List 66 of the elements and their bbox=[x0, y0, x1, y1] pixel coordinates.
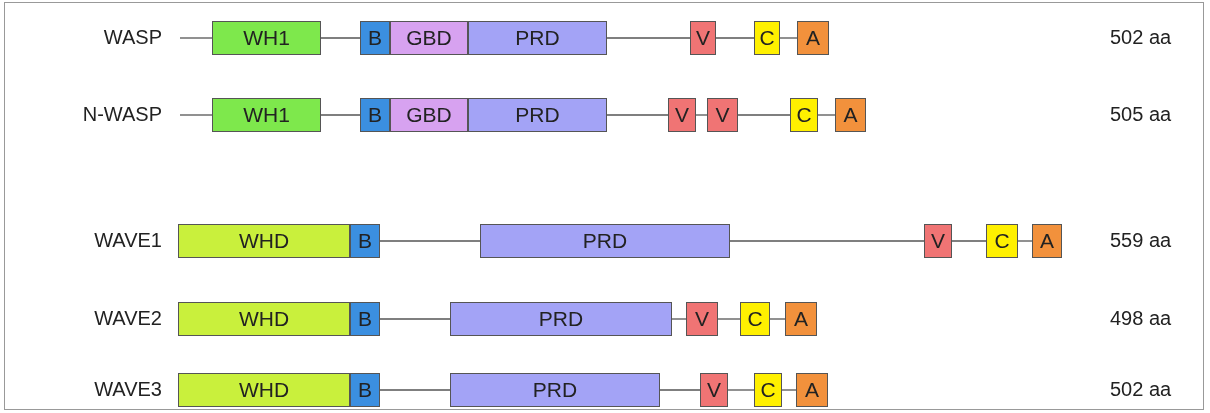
domain-box: C bbox=[986, 224, 1018, 258]
domain-box: C bbox=[790, 98, 818, 132]
backbone-line bbox=[659, 389, 701, 391]
domain-box: B bbox=[360, 21, 390, 55]
domain-box: B bbox=[350, 302, 380, 336]
protein-name: WAVE3 bbox=[94, 377, 162, 401]
protein-name: WAVE2 bbox=[94, 306, 162, 330]
domain-box: C bbox=[740, 302, 770, 336]
domain-box: PRD bbox=[468, 98, 607, 132]
backbone-line bbox=[781, 389, 797, 391]
backbone-line bbox=[695, 114, 708, 116]
domain-box: PRD bbox=[450, 302, 672, 336]
domain-box: C bbox=[754, 21, 780, 55]
backbone-line bbox=[727, 389, 755, 391]
backbone-line bbox=[379, 389, 451, 391]
backbone-line bbox=[1017, 240, 1033, 242]
domain-box: B bbox=[350, 224, 380, 258]
domain-box: GBD bbox=[390, 98, 468, 132]
backbone-line bbox=[606, 114, 669, 116]
domain-box: WHD bbox=[178, 302, 350, 336]
protein-name: WASP bbox=[103, 25, 162, 49]
domain-box: A bbox=[796, 373, 828, 407]
domain-box: WH1 bbox=[212, 21, 321, 55]
backbone-line bbox=[817, 114, 836, 116]
backbone-line bbox=[671, 318, 687, 320]
backbone-line bbox=[769, 318, 786, 320]
backbone-line bbox=[320, 114, 361, 116]
protein-length: 559 aa bbox=[1110, 228, 1172, 252]
domain-box: PRD bbox=[468, 21, 607, 55]
domain-box: A bbox=[1032, 224, 1062, 258]
domain-box: B bbox=[360, 98, 390, 132]
domain-box: A bbox=[797, 21, 829, 55]
backbone-line bbox=[320, 37, 361, 39]
backbone-line bbox=[779, 37, 798, 39]
backbone-line bbox=[379, 240, 481, 242]
domain-box: V bbox=[686, 302, 718, 336]
backbone-line bbox=[715, 37, 755, 39]
protein-name: N-WASP bbox=[82, 102, 162, 126]
backbone-line bbox=[951, 240, 987, 242]
protein-length: 502 aa bbox=[1110, 25, 1172, 49]
domain-box: V bbox=[700, 373, 728, 407]
domain-box: WHD bbox=[178, 224, 350, 258]
domain-box: A bbox=[835, 98, 866, 132]
domain-box: A bbox=[785, 302, 817, 336]
protein-length: 505 aa bbox=[1110, 102, 1172, 126]
domain-box: WHD bbox=[178, 373, 350, 407]
domain-box: V bbox=[668, 98, 696, 132]
backbone-line bbox=[379, 318, 451, 320]
domain-box: B bbox=[350, 373, 380, 407]
backbone-line bbox=[179, 114, 213, 116]
domain-box: WH1 bbox=[212, 98, 321, 132]
backbone-line bbox=[729, 240, 925, 242]
protein-length: 502 aa bbox=[1110, 377, 1172, 401]
domain-box: GBD bbox=[390, 21, 468, 55]
domain-box: PRD bbox=[480, 224, 730, 258]
domain-box: V bbox=[690, 21, 716, 55]
backbone-line bbox=[606, 37, 691, 39]
domain-box: V bbox=[924, 224, 952, 258]
protein-name: WAVE1 bbox=[94, 228, 162, 252]
backbone-line bbox=[717, 318, 741, 320]
backbone-line bbox=[179, 37, 213, 39]
domain-box: V bbox=[707, 98, 738, 132]
domain-box: PRD bbox=[450, 373, 660, 407]
domain-box: C bbox=[754, 373, 782, 407]
protein-length: 498 aa bbox=[1110, 306, 1172, 330]
backbone-line bbox=[737, 114, 791, 116]
